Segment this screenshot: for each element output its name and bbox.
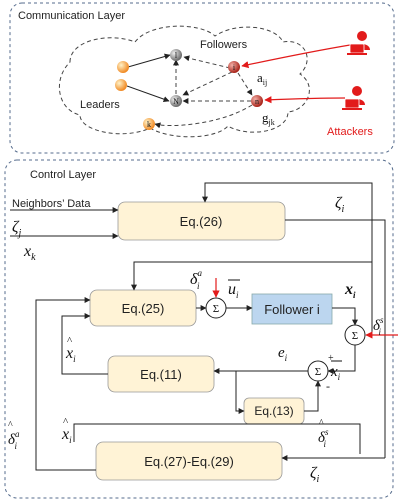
minus-sign: - <box>326 379 330 393</box>
sum2-to-sum3 <box>327 345 356 374</box>
attack-arrow-top <box>241 44 351 69</box>
xhat-left-hat: ^ <box>67 335 73 347</box>
zeta-j-label: ζj <box>12 219 21 239</box>
attackers-label: Attackers <box>327 126 373 138</box>
x-to-eq25-top <box>131 261 372 291</box>
control-panel <box>4 159 394 499</box>
eq27-box <box>95 441 283 481</box>
sum-node-2-label: Σ <box>352 330 358 342</box>
edge-i-to-N <box>182 71 233 96</box>
xhat-bottom-hat: ^ <box>63 416 69 428</box>
leaders-label: Leaders <box>80 99 120 111</box>
follower-label: Follower i <box>264 302 320 317</box>
node-i-label: i <box>233 63 236 72</box>
eq26-output <box>285 219 386 458</box>
node-l <box>170 49 182 61</box>
attacker-icon <box>347 31 370 55</box>
leader-node-1 <box>117 61 129 73</box>
zeta-i-bottom-label: ζi <box>310 465 319 485</box>
network-cloud <box>59 25 310 138</box>
e-i-label: ei <box>278 345 288 363</box>
node-n-red <box>251 95 263 107</box>
node-N-label: N <box>173 97 179 106</box>
edge-n-to-k <box>154 104 253 129</box>
node-k <box>143 118 155 130</box>
zeta-i-top-label: ζi <box>335 195 344 215</box>
control-layer-title: Control Layer <box>30 169 96 181</box>
communication-panel <box>9 2 395 154</box>
node-l-label: l <box>175 51 178 60</box>
xhat-left-label: xi <box>65 345 76 364</box>
eq27-label: Eq.(27)-Eq.(29) <box>144 454 234 469</box>
eq26-box <box>117 201 286 241</box>
eq11-label: Eq.(11) <box>140 367 182 382</box>
edge-leader-to-N <box>126 85 170 103</box>
eq25-label: Eq.(25) <box>122 301 165 316</box>
control-layer: Control Layer Eq.(26) Eq.(25) Follower i… <box>4 159 398 499</box>
plus-sign: + <box>328 353 334 364</box>
follower-box <box>251 293 333 325</box>
node-n-label: n <box>255 97 259 106</box>
eq11-to-eq25 <box>61 313 108 375</box>
eq27-to-eq25-deltahat <box>35 297 96 471</box>
node-k-label: k <box>147 120 151 129</box>
sum-node-1-label: Σ <box>213 303 219 315</box>
communication-layer: Communication Layer l i N n k Followers … <box>9 2 395 154</box>
followers-label: Followers <box>200 39 248 51</box>
attack-arrow-bottom <box>264 96 346 104</box>
xhat-bottom-label: xi <box>61 426 72 445</box>
follower-to-sum2 <box>332 307 358 326</box>
deltahat-a-hat: ^ <box>8 420 13 431</box>
node-N <box>170 95 182 107</box>
sum3-feedback-to-eq13 <box>235 371 245 414</box>
edge-g-label: gjk <box>262 110 275 127</box>
attacker-icon <box>342 86 365 110</box>
node-i-red <box>228 61 240 73</box>
eq26-label: Eq.(26) <box>180 214 223 229</box>
eq13-to-sum3 <box>304 380 321 412</box>
eq13-label: Eq.(13) <box>254 404 293 418</box>
edge-a-label: aij <box>257 70 267 87</box>
leader-node-2 <box>115 79 127 91</box>
x-bar-label: xi <box>330 364 341 382</box>
zeta-feedback-top <box>202 182 373 332</box>
eq27-xhat-feedback <box>73 423 361 454</box>
communication-layer-title: Communication Layer <box>18 10 125 22</box>
u-bar-label: ui <box>228 281 239 300</box>
neighbors-label: Neighbors’ Data <box>12 198 91 210</box>
sum-node-3-label: Σ <box>315 366 321 378</box>
edge-l-to-i <box>127 53 171 68</box>
edge-i-to-follower-i <box>183 55 231 69</box>
x-i-label: xi <box>344 281 356 300</box>
edge-red-i-to-n <box>237 72 253 96</box>
x-k-label: xk <box>23 243 36 263</box>
